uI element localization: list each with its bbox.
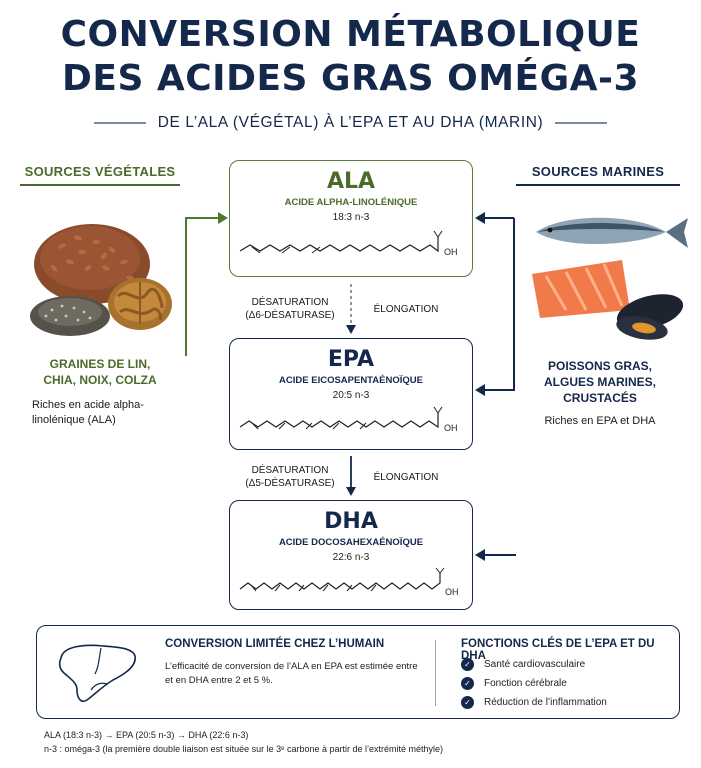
marine-sources-heading: SOURCES MARINES [531, 164, 665, 179]
seeds-nuts-illustration [30, 224, 172, 336]
subtitle-rule-left [93, 122, 146, 124]
info-panel: CONVERSION LIMITÉE CHEZ L’HUMAIN L’effic… [36, 625, 680, 719]
plant-to-ala-arrow [185, 217, 220, 356]
functions-title: FONCTIONS CLÉS DE L’EPA ET DU DHA [461, 638, 655, 662]
footnote-n3-definition: n-3 : oméga-3 (la première double liaiso… [44, 744, 444, 754]
walnut-icon [108, 278, 172, 330]
fish-icon [536, 217, 688, 248]
epa-oh-label: OH [444, 423, 458, 433]
step1-desaturation-label: DÉSATURATION (Δ6-DÉSATURASE) [245, 297, 335, 321]
ala-structure-icon: OH [239, 230, 458, 257]
footnote-pathway: ALA (18:3 n-3) → EPA (20:5 n-3) → DHA (2… [44, 730, 249, 740]
check-icon: ✓ [461, 658, 474, 671]
subtitle-rule-right [555, 122, 608, 124]
liver-icon [58, 644, 136, 703]
dha-name: DHA [324, 509, 378, 534]
epa-formula: 20:5 n-3 [332, 390, 370, 401]
check-icon: ✓ [461, 696, 474, 709]
marine-sources-rule [516, 184, 680, 186]
mussels-icon [616, 294, 684, 340]
epa-name: EPA [327, 347, 375, 372]
dha-oh-label: OH [445, 587, 459, 597]
subtitle-row: DE L’ALA (VÉGÉTAL) À L’EPA ET AU DHA (MA… [0, 114, 701, 132]
epa-structure-icon: OH [239, 406, 458, 433]
ala-name: ALA [326, 169, 376, 194]
marine-to-ala-epa-arrow [482, 217, 515, 391]
step1-elongation-label: ÉLONGATION [373, 304, 439, 315]
ala-oh-label: OH [444, 247, 458, 257]
ala-molecule-card: ALA ACIDE ALPHA-LINOLÉNIQUE 18:3 n-3 OH [229, 160, 473, 277]
epa-molecule-card: EPA ACIDE EICOSAPENTAÉNOÏQUE 20:5 n-3 OH [229, 338, 473, 450]
marine-food-illustration [532, 217, 688, 340]
step2-elongation-label: ÉLONGATION [373, 472, 439, 483]
dha-molecule-card: DHA ACIDE DOCOSAHEXAÉNOÏQUE 22:6 n-3 OH [229, 500, 473, 610]
check-icon: ✓ [461, 677, 474, 690]
plant-sources-rule [20, 184, 180, 186]
plant-sources-heading: SOURCES VÉGÉTALES [24, 164, 176, 179]
salmon-fillet-icon [532, 260, 630, 318]
function-item-brain: ✓ Fonction cérébrale [461, 677, 567, 690]
conversion-text: L’efficacité de conversion de l’ALA en E… [165, 661, 418, 686]
dha-full-name: ACIDE DOCOSAHEXAÉNOÏQUE [278, 537, 424, 548]
chia-seeds-icon [30, 296, 110, 336]
page-title-line-1: CONVERSION MÉTABOLIQUE [60, 14, 641, 55]
ala-full-name: ACIDE ALPHA-LINOLÉNIQUE [284, 197, 418, 208]
dha-formula: 22:6 n-3 [332, 552, 370, 563]
info-panel-divider [435, 640, 436, 706]
dha-structure-icon: OH [239, 567, 459, 597]
page-title-line-2: DES ACIDES GRAS OMÉGA-3 [61, 58, 640, 99]
plant-sources-label: GRAINES DE LIN, CHIA, NOIX, COLZA [43, 357, 157, 387]
ala-formula: 18:3 n-3 [332, 212, 370, 223]
function-item-cardio: ✓ Santé cardiovasculaire [461, 658, 585, 671]
epa-full-name: ACIDE EICOSAPENTAÉNOÏQUE [279, 375, 423, 386]
step2-desaturation-label: DÉSATURATION (Δ5-DÉSATURASE) [245, 465, 335, 489]
marine-sources-description: Riches en EPA et DHA [544, 415, 656, 427]
marine-sources-label: POISSONS GRAS, ALGUES MARINES, CRUSTACÉS [543, 359, 656, 405]
conversion-title: CONVERSION LIMITÉE CHEZ L’HUMAIN [165, 638, 385, 650]
page-subtitle: DE L’ALA (VÉGÉTAL) À L’EPA ET AU DHA (MA… [157, 114, 544, 131]
function-item-inflammation: ✓ Réduction de l’inflammation [461, 696, 607, 709]
plant-sources-description: Riches en acide alpha- linolénique (ALA) [32, 399, 144, 426]
